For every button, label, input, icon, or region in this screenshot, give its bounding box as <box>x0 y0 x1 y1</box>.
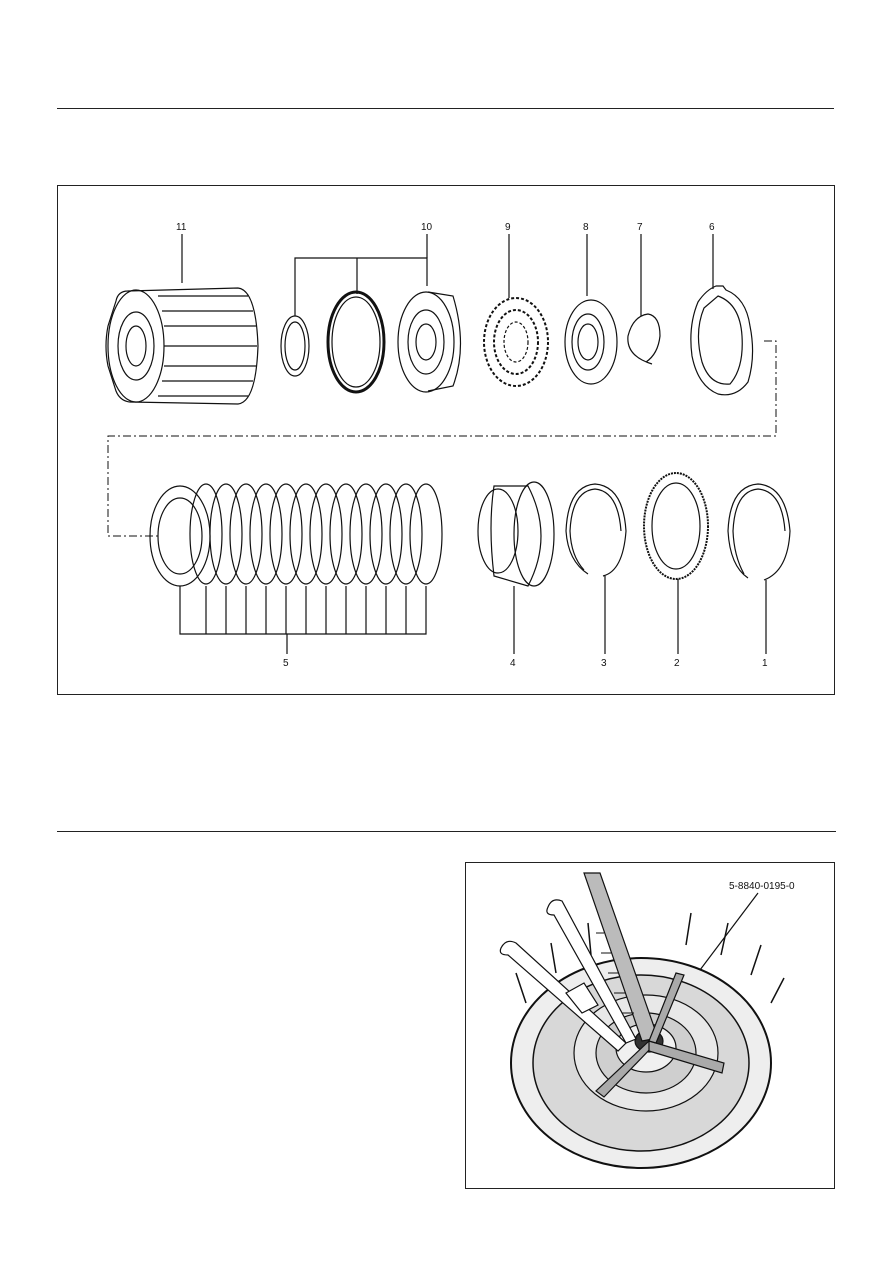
part-3-snap-ring <box>565 483 627 654</box>
exploded-view-panel: 11 10 9 8 7 6 5 4 3 2 1 <box>57 185 835 695</box>
callout-3: 3 <box>601 658 607 669</box>
callout-2: 2 <box>674 658 680 669</box>
part-10-piston-seals <box>280 290 462 394</box>
top-rule <box>57 108 834 109</box>
tool-number-label: 5-8840-0195-0 <box>729 881 795 892</box>
callout-10: 10 <box>421 222 433 233</box>
part-5-clutch-pack <box>149 483 443 654</box>
callout-1: 1 <box>762 658 768 669</box>
exploded-view-drawing: 11 10 9 8 7 6 5 4 3 2 1 <box>105 222 791 669</box>
callout-11: 11 <box>176 222 187 233</box>
callout-4: 4 <box>510 658 516 669</box>
callout-8: 8 <box>583 222 589 233</box>
part-4-spacer <box>477 481 555 654</box>
part-6-plate <box>690 285 754 396</box>
section-rule <box>57 831 836 832</box>
callout-7: 7 <box>637 222 643 233</box>
part-8-retainer <box>564 299 618 385</box>
part-9-return-spring <box>483 297 549 387</box>
part-11-clutch-drum <box>105 287 259 405</box>
tool-view-panel: 5-8840-0195-0 <box>465 862 835 1189</box>
part-1-snap-ring <box>727 483 791 654</box>
guide-pins <box>499 899 637 1052</box>
part-2-ring-gear <box>643 472 709 654</box>
tool-view-drawing: 5-8840-0195-0 <box>499 872 795 1169</box>
callout-6: 6 <box>709 222 715 233</box>
callout-5: 5 <box>283 658 289 669</box>
callout-9: 9 <box>505 222 511 233</box>
part-7-snap-ring <box>627 313 661 365</box>
compressor-tool <box>583 872 725 1098</box>
